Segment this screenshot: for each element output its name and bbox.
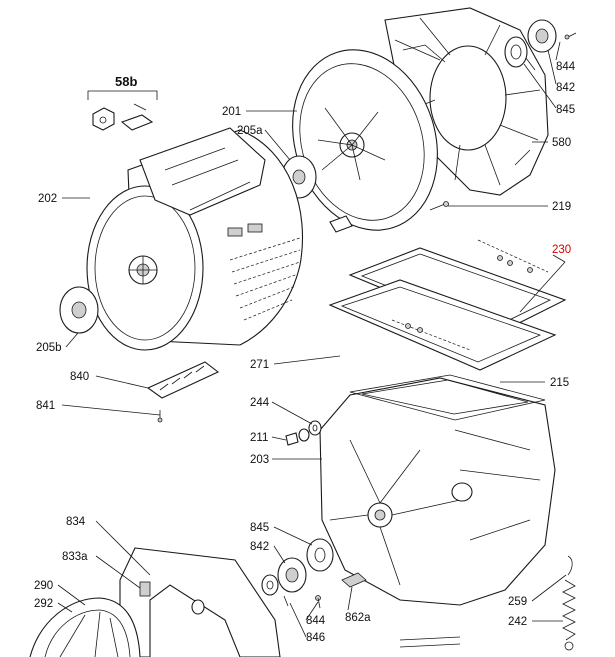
label-202: 202 bbox=[38, 193, 57, 205]
label-844-lower: 844 bbox=[306, 615, 326, 627]
gasket-271 bbox=[328, 279, 557, 371]
label-211: 211 bbox=[250, 432, 268, 444]
drum-flange-205b bbox=[59, 286, 99, 334]
label-840: 840 bbox=[70, 371, 89, 383]
label-203: 203 bbox=[250, 454, 269, 466]
label-833a: 833a bbox=[62, 551, 88, 563]
spring-242 bbox=[562, 555, 576, 651]
rear-tub-half-201 bbox=[292, 49, 438, 233]
label-230: 230 bbox=[552, 244, 571, 256]
label-862a: 862a bbox=[345, 612, 371, 624]
label-834: 834 bbox=[66, 516, 86, 528]
drum-202 bbox=[86, 127, 303, 351]
label-845-lower: 845 bbox=[250, 522, 269, 534]
label-201: 201 bbox=[222, 106, 241, 118]
label-205b: 205b bbox=[36, 342, 62, 354]
bottom-bars bbox=[399, 636, 461, 648]
label-242: 242 bbox=[508, 616, 527, 628]
lifter-840 bbox=[146, 361, 220, 423]
label-842-lower: 842 bbox=[250, 541, 269, 553]
label-215: 215 bbox=[550, 377, 569, 389]
label-205a: 205a bbox=[237, 125, 263, 137]
label-845-top: 845 bbox=[556, 104, 575, 116]
label-290: 290 bbox=[34, 580, 53, 592]
label-259: 259 bbox=[508, 596, 527, 608]
label-842-top: 842 bbox=[556, 82, 575, 94]
part-labels: 58b 844 842 845 201 580 205a 202 219 230… bbox=[34, 61, 576, 644]
front-tub-203 bbox=[319, 374, 556, 606]
label-841: 841 bbox=[36, 400, 55, 412]
front-frame-834 bbox=[119, 547, 281, 657]
bearing-group-lower bbox=[261, 538, 334, 609]
label-271: 271 bbox=[250, 359, 269, 371]
bearing-flange-842-top bbox=[504, 19, 577, 68]
kit-58b bbox=[87, 90, 158, 131]
part-862a bbox=[341, 572, 367, 588]
label-292: 292 bbox=[34, 598, 53, 610]
leader-lines bbox=[57, 41, 567, 638]
label-846: 846 bbox=[306, 632, 325, 644]
label-244: 244 bbox=[250, 397, 270, 409]
label-580: 580 bbox=[552, 137, 571, 149]
door-ring-290 bbox=[29, 597, 141, 657]
screw-219 bbox=[429, 201, 449, 211]
label-844-top: 844 bbox=[556, 61, 576, 73]
washer-244-bolt-211 bbox=[285, 420, 322, 446]
label-58b: 58b bbox=[115, 74, 137, 89]
label-219: 219 bbox=[552, 201, 571, 213]
